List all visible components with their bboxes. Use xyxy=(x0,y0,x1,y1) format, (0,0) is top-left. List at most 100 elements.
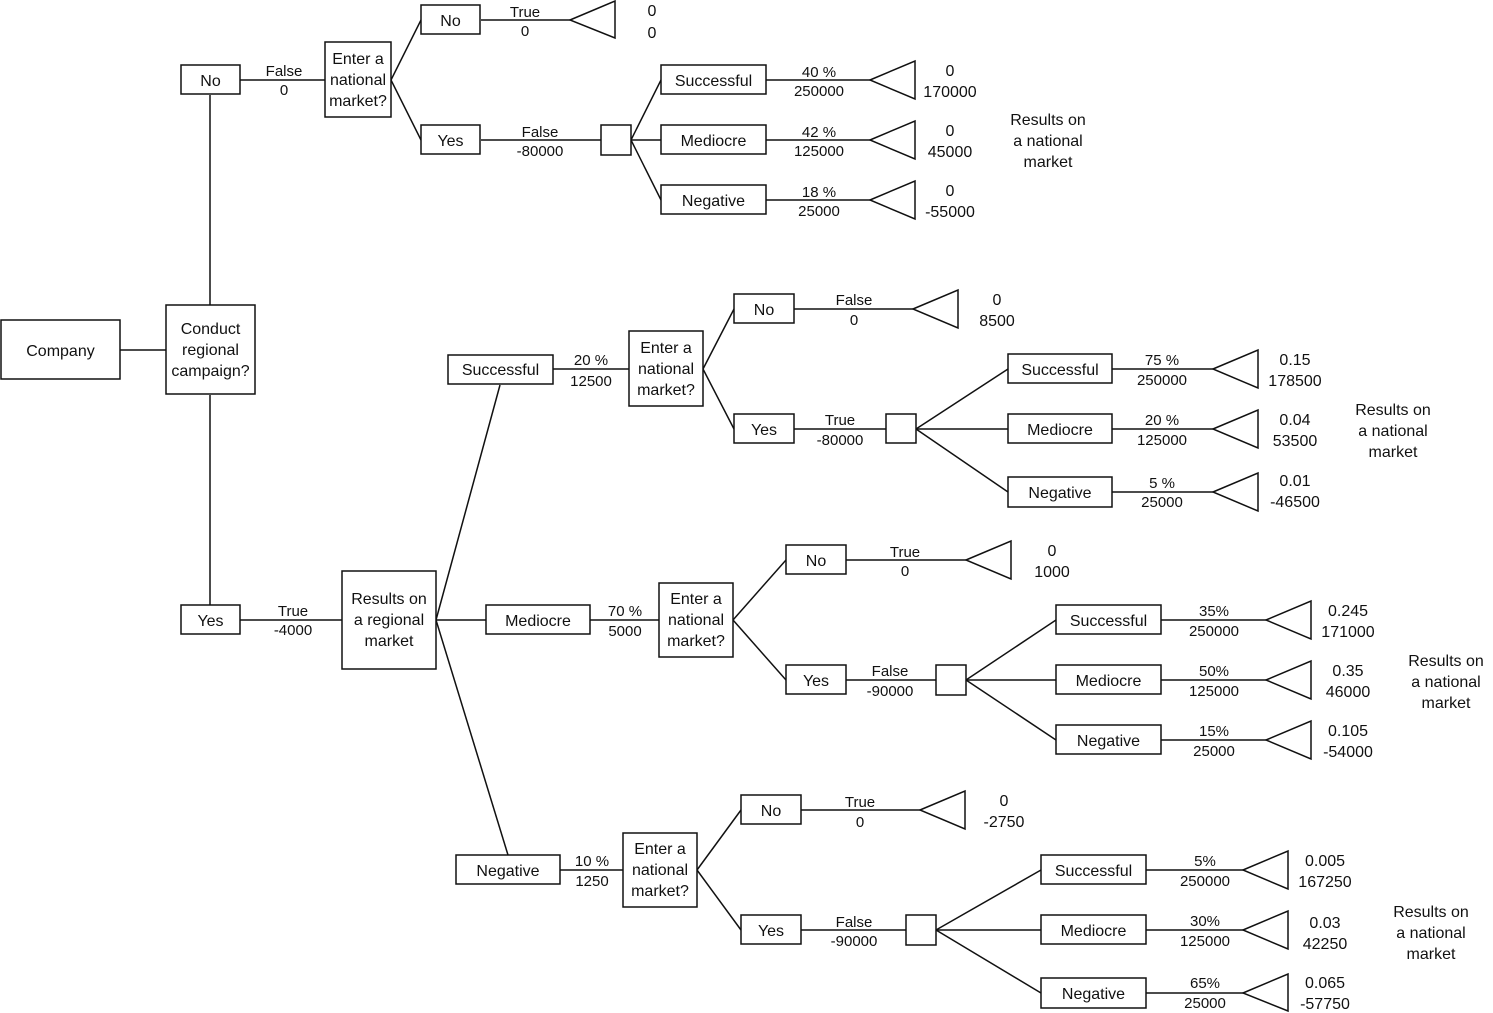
m-no-national-label: No xyxy=(806,553,827,570)
s-successful-payoff: 178500 xyxy=(1268,373,1321,390)
s-note-line-2: a national xyxy=(1358,423,1427,440)
top-no-terminal xyxy=(568,0,616,40)
s-national-decision-node[interactable]: Enter a national market? xyxy=(628,330,704,407)
s-mediocre-payoff: 53500 xyxy=(1273,433,1318,450)
edge-label-s-prob: 20 % xyxy=(574,352,608,369)
s-mediocre-terminal xyxy=(1211,408,1259,450)
s-note-line-3: market xyxy=(1369,444,1418,461)
edge-label-m-successful-value: 250000 xyxy=(1189,623,1239,640)
n-successful-terminal xyxy=(1241,849,1289,891)
n-outcome-negative-node[interactable]: Negative xyxy=(1040,977,1147,1009)
edge-label-top-successful-value: 250000 xyxy=(794,83,844,100)
m-no-national-node[interactable]: No xyxy=(785,544,847,575)
top-outcome-mediocre-label: Mediocre xyxy=(681,133,747,150)
m-yes-national-node[interactable]: Yes xyxy=(785,664,847,695)
m-outcome-successful-node[interactable]: Successful xyxy=(1055,604,1162,635)
edge-label-m-negative-value: 25000 xyxy=(1193,743,1235,760)
yes-campaign-node[interactable]: Yes xyxy=(180,604,241,635)
n-chance-node[interactable] xyxy=(905,914,937,946)
edge-label-n-no-flag: True xyxy=(845,794,875,811)
edge-s-chance-negative xyxy=(915,428,1009,493)
top-successful-terminal xyxy=(868,59,916,101)
top-yes-national-node[interactable]: Yes xyxy=(420,124,481,155)
top-note-line-3: market xyxy=(1024,154,1073,171)
edge-label-top-yes-value: -80000 xyxy=(517,143,564,160)
m-national-decision-node[interactable]: Enter a national market? xyxy=(658,582,734,658)
edge-label-top-successful-prob: 40 % xyxy=(802,64,836,81)
top-mediocre-probability: 0 xyxy=(946,123,955,140)
m-outcome-successful-label: Successful xyxy=(1070,613,1147,630)
s-outcome-negative-label: Negative xyxy=(1028,485,1091,502)
regional-campaign-decision-node[interactable]: Conduct regional campaign? xyxy=(165,304,256,395)
edge-m-chance-negative xyxy=(965,679,1057,741)
edge-label-yes-campaign-value: -4000 xyxy=(274,622,312,639)
top-negative-probability: 0 xyxy=(946,183,955,200)
edges xyxy=(120,19,1266,994)
s-negative-probability: 0.01 xyxy=(1279,473,1310,490)
top-national-decision-node[interactable]: Enter a national market? xyxy=(324,41,392,118)
edge-label-m-prob: 70 % xyxy=(608,603,642,620)
no-campaign-node[interactable]: No xyxy=(180,64,241,95)
s-chance-node[interactable] xyxy=(885,413,917,444)
top-no-national-node[interactable]: No xyxy=(420,4,481,35)
decision-line-2: regional xyxy=(182,342,239,359)
edge-label-m-value: 5000 xyxy=(608,623,641,640)
edge-top-chance-successful xyxy=(630,79,662,141)
edge-label-s-successful-value: 250000 xyxy=(1137,372,1187,389)
edge-label-top-mediocre-value: 125000 xyxy=(794,143,844,160)
decision-line-1: Conduct xyxy=(181,321,241,338)
m-no-probability: 0 xyxy=(1048,543,1057,560)
edge-label-m-yes-flag: False xyxy=(872,663,909,680)
s-negative-terminal xyxy=(1211,471,1259,513)
top-outcome-mediocre-node[interactable]: Mediocre xyxy=(660,124,767,155)
regional-mediocre-node[interactable]: Mediocre xyxy=(485,604,591,635)
edge-label-s-successful-prob: 75 % xyxy=(1145,352,1179,369)
edge-label-s-no-flag: False xyxy=(836,292,873,309)
m-decision-line-1: Enter a xyxy=(670,591,722,608)
regional-negative-node[interactable]: Negative xyxy=(455,854,561,885)
regional-results-chance-node[interactable]: Results on a regional market xyxy=(341,570,437,670)
edge-label-n-mediocre-prob: 30% xyxy=(1190,913,1220,930)
edge-label-s-negative-prob: 5 % xyxy=(1149,475,1175,492)
m-negative-payoff: -54000 xyxy=(1323,744,1373,761)
s-outcome-mediocre-node[interactable]: Mediocre xyxy=(1007,413,1113,444)
edge-label-m-yes-value: -90000 xyxy=(867,683,914,700)
s-yes-national-node[interactable]: Yes xyxy=(733,413,795,444)
s-successful-probability: 0.15 xyxy=(1279,352,1310,369)
top-outcome-successful-node[interactable]: Successful xyxy=(660,64,767,95)
top-chance-node[interactable] xyxy=(600,124,632,156)
n-national-decision-node[interactable]: Enter a national market? xyxy=(622,832,698,908)
n-no-national-node[interactable]: No xyxy=(740,794,802,825)
edge-label-n-yes-flag: False xyxy=(836,914,873,931)
n-successful-payoff: 167250 xyxy=(1298,874,1351,891)
top-outcome-negative-node[interactable]: Negative xyxy=(660,184,767,215)
s-mediocre-probability: 0.04 xyxy=(1279,412,1310,429)
company-node[interactable]: Company xyxy=(0,319,121,380)
n-no-terminal xyxy=(918,789,966,831)
n-outcome-mediocre-node[interactable]: Mediocre xyxy=(1040,914,1147,945)
top-note-line-2: a national xyxy=(1013,133,1082,150)
n-note-line-2: a national xyxy=(1396,925,1465,942)
s-outcome-negative-node[interactable]: Negative xyxy=(1007,476,1113,508)
s-outcome-successful-node[interactable]: Successful xyxy=(1007,353,1113,384)
n-yes-national-node[interactable]: Yes xyxy=(740,914,802,945)
m-outcome-negative-node[interactable]: Negative xyxy=(1055,724,1162,755)
top-outcome-successful-label: Successful xyxy=(675,73,752,90)
edge-label-m-mediocre-value: 125000 xyxy=(1189,683,1239,700)
m-chance-node[interactable] xyxy=(935,664,967,696)
edge-label-m-negative-prob: 15% xyxy=(1199,723,1229,740)
n-mediocre-payoff: 42250 xyxy=(1303,936,1348,953)
m-no-payoff: 1000 xyxy=(1034,564,1070,581)
m-outcome-mediocre-node[interactable]: Mediocre xyxy=(1055,664,1162,695)
edge-n-decision-yes xyxy=(696,869,742,931)
n-outcome-mediocre-label: Mediocre xyxy=(1061,923,1127,940)
top-mediocre-terminal xyxy=(868,119,916,161)
edge-label-top-no-value: 0 xyxy=(521,23,529,40)
n-yes-national-label: Yes xyxy=(758,923,784,940)
s-no-national-node[interactable]: No xyxy=(733,293,795,324)
edge-s-decision-no xyxy=(702,308,735,370)
regional-successful-node[interactable]: Successful xyxy=(447,354,554,385)
edge-top-decision-no xyxy=(390,19,422,81)
n-outcome-successful-node[interactable]: Successful xyxy=(1040,854,1147,885)
